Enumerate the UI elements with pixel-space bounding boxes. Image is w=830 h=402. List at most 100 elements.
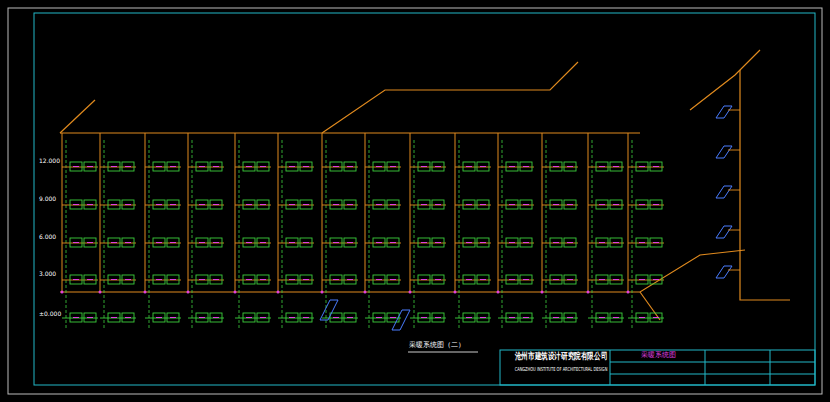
radiator-symbol [257, 162, 269, 171]
radiator-mark [170, 279, 176, 280]
radiator-mark [613, 279, 619, 280]
radiator-symbol [108, 275, 120, 284]
radiator-mark [246, 279, 252, 280]
radiator-mark [111, 204, 117, 205]
branch-pipe [235, 167, 271, 168]
radiator-symbol [387, 200, 399, 209]
radiator-symbol [344, 313, 356, 322]
radiator-symbol [387, 238, 399, 247]
radiator-symbol [387, 162, 399, 171]
branch-pipe [455, 205, 491, 206]
title-block [500, 350, 815, 385]
return-riser [546, 140, 547, 330]
radiator-symbol [636, 162, 648, 171]
radiator-symbol [373, 162, 385, 171]
radiator-mark [435, 279, 441, 280]
supply-main [60, 132, 640, 133]
radiator-symbol [153, 162, 165, 171]
radiator-symbol [392, 310, 410, 330]
radiator-mark [613, 166, 619, 167]
branch-pipe [322, 167, 358, 168]
radiator-mark [125, 279, 131, 280]
branch-pipe [235, 243, 271, 244]
riser-pipe [188, 133, 189, 292]
radiator-symbol [167, 238, 179, 247]
riser-pipe [365, 133, 366, 292]
view-title: 采暖系统图（二） [408, 342, 466, 350]
radiator-mark [653, 242, 659, 243]
radiator-mark [599, 317, 605, 318]
return-riser [459, 140, 460, 330]
branch-pipe [365, 167, 401, 168]
branch-pipe [410, 205, 446, 206]
radiator-mark [73, 317, 79, 318]
radiator-mark [87, 166, 93, 167]
radiator-symbol [432, 200, 444, 209]
radiator-symbol [550, 275, 562, 284]
return-riser [632, 140, 633, 330]
radiator-symbol [196, 313, 208, 322]
radiator-symbol [520, 313, 532, 322]
radiator-symbol [550, 162, 562, 171]
riser-pipe [278, 133, 279, 292]
valve-symbol [321, 291, 324, 294]
radiator-symbol [257, 275, 269, 284]
radiator-symbol [344, 200, 356, 209]
radiator-symbol [716, 186, 732, 198]
riser-pipe [498, 133, 499, 292]
radiator-mark [639, 166, 645, 167]
branch-pipe [62, 167, 98, 168]
radiator-symbol [650, 313, 662, 322]
branch-pipe [498, 318, 534, 319]
radiator-mark [170, 204, 176, 205]
branch-pipe [498, 243, 534, 244]
branch-pipe [100, 243, 136, 244]
radiator-mark [421, 242, 427, 243]
radiator-mark [613, 204, 619, 205]
radiator-symbol [84, 162, 96, 171]
elevation-label: ±0.000 [38, 311, 62, 318]
branch-pipe [628, 318, 664, 319]
radiator-symbol [716, 106, 732, 118]
radiator-symbol [564, 200, 576, 209]
branch-pipe [628, 167, 664, 168]
radiator-mark [421, 204, 427, 205]
radiator-mark [260, 317, 266, 318]
riser-pipe [628, 133, 629, 292]
radiator-mark [639, 317, 645, 318]
branch-pipe [728, 150, 740, 151]
radiator-mark [333, 204, 339, 205]
radiator-mark [87, 279, 93, 280]
radiator-mark [125, 204, 131, 205]
radiator-symbol [506, 238, 518, 247]
radiator-symbol [373, 200, 385, 209]
radiator-symbol [84, 313, 96, 322]
elevation-label: 3.000 [38, 271, 57, 278]
valve-symbol [454, 291, 457, 294]
elevation-label: 12.000 [38, 158, 61, 165]
branch-pipe [542, 243, 578, 244]
radiator-symbol [122, 200, 134, 209]
title-block-rule [705, 350, 706, 385]
radiator-symbol [477, 275, 489, 284]
radiator-mark [260, 204, 266, 205]
radiator-mark [523, 166, 529, 167]
radiator-symbol [418, 162, 430, 171]
branch-pipe [62, 243, 98, 244]
elevation-label: 6.000 [38, 234, 57, 241]
radiator-symbol [463, 275, 475, 284]
return-riser [282, 140, 283, 330]
radiator-symbol [122, 238, 134, 247]
radiator-symbol [520, 200, 532, 209]
radiator-symbol [70, 275, 82, 284]
riser-pipe [410, 133, 411, 292]
radiator-mark [653, 279, 659, 280]
radiator-symbol [610, 238, 622, 247]
radiator-mark [376, 242, 382, 243]
branch-pipe [728, 230, 740, 231]
radiator-mark [523, 279, 529, 280]
radiator-symbol [122, 313, 134, 322]
radiator-mark [639, 279, 645, 280]
radiator-mark [376, 279, 382, 280]
branch-pipe [100, 318, 136, 319]
